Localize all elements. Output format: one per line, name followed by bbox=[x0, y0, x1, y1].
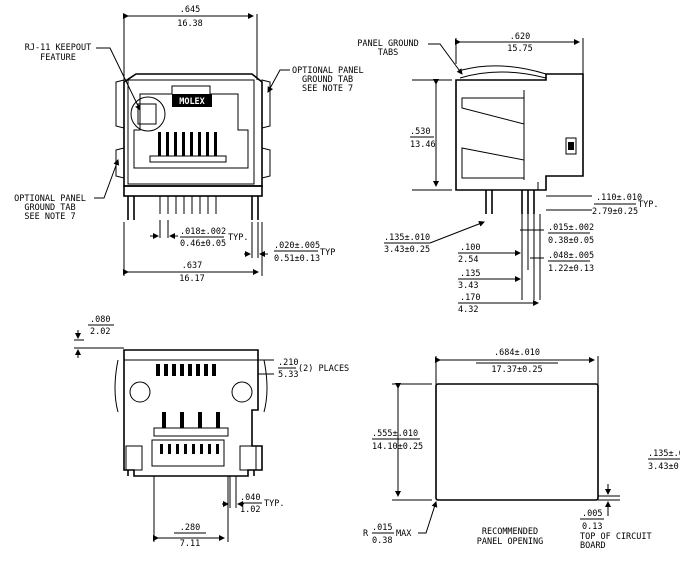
side-view: .620 15.75 PANEL GROUND TABS .530 13.46 bbox=[357, 32, 658, 315]
side-height-mm: 13.46 bbox=[410, 140, 436, 150]
rj11-label-2: FEATURE bbox=[40, 53, 76, 63]
rec-label-2: PANEL OPENING bbox=[477, 537, 544, 547]
s135-mm: 3.43 bbox=[458, 281, 478, 291]
s100-in: .100 bbox=[460, 243, 480, 253]
d080-in: .080 bbox=[90, 315, 110, 325]
d040-mm: 1.02 bbox=[240, 505, 260, 515]
tabs-label-2: TABS bbox=[378, 48, 398, 58]
pin-width-typ: TYP. bbox=[228, 233, 248, 243]
molex-logo-box bbox=[172, 94, 212, 107]
opening-width-in: .684±.010 bbox=[494, 348, 540, 358]
body-width-in: .637 bbox=[182, 261, 202, 271]
opening-height-in: .555±.010 bbox=[372, 429, 418, 439]
opt-left-3: SEE NOTE 7 bbox=[24, 212, 75, 222]
opening-outline bbox=[435, 383, 599, 501]
body-width-mm: 16.17 bbox=[179, 274, 205, 284]
d048-in: .048±.005 bbox=[548, 251, 594, 261]
radius-prefix: R bbox=[363, 529, 369, 539]
d040-typ: TYP. bbox=[264, 499, 284, 509]
radius-in: .015 bbox=[372, 523, 392, 533]
d015-mm: 0.38±0.05 bbox=[548, 236, 594, 246]
rec-label-1: RECOMMENDED bbox=[482, 527, 538, 537]
side-height-in: .530 bbox=[410, 127, 430, 137]
d280-in: .280 bbox=[180, 523, 200, 533]
d135-mm: 3.43±0.25 bbox=[384, 245, 430, 255]
s170-in: .170 bbox=[460, 293, 480, 303]
d005-in: .005 bbox=[582, 509, 602, 519]
d110-in: .110±.010 bbox=[596, 193, 642, 203]
front-width-mm: 16.38 bbox=[177, 19, 203, 29]
side-depth-mm: 15.75 bbox=[507, 44, 533, 54]
cut-135-mm: 3.43±0 bbox=[648, 462, 679, 472]
opening-width-mm: 17.37±0.25 bbox=[491, 365, 542, 375]
opt-left-2: GROUND TAB bbox=[24, 203, 75, 213]
side-depth-in: .620 bbox=[510, 32, 530, 42]
pin-width-mm: 0.46±0.05 bbox=[180, 239, 226, 249]
pin-width-in: .018±.002 bbox=[180, 227, 226, 237]
s170-mm: 4.32 bbox=[458, 305, 478, 315]
radius-mm: 0.38 bbox=[372, 536, 392, 546]
rear-mid-contacts bbox=[153, 412, 229, 437]
opening-height-mm: 14.10±0.25 bbox=[372, 442, 423, 452]
opt-right-3: SEE NOTE 7 bbox=[302, 84, 353, 94]
d135-in: .135±.010 bbox=[384, 233, 430, 243]
radius-max: MAX bbox=[396, 529, 412, 539]
d210-mm: 5.33 bbox=[278, 370, 298, 380]
front-width-in: .645 bbox=[180, 5, 200, 15]
front-view: .645 16.38 MOLEX bbox=[14, 5, 363, 284]
top-board-2: BOARD bbox=[580, 541, 606, 551]
d210-in: .210 bbox=[278, 358, 298, 368]
s135-in: .135 bbox=[460, 269, 480, 279]
d110-mm: 2.79±0.25 bbox=[592, 207, 638, 217]
rear-view: .080 2.02 bbox=[74, 315, 349, 549]
rj11-label-1: RJ-11 KEEPOUT bbox=[25, 43, 92, 53]
d040-in: .040 bbox=[240, 493, 260, 503]
opt-right-2: GROUND TAB bbox=[302, 75, 353, 85]
top-board-1: TOP OF CIRCUIT bbox=[580, 532, 652, 542]
front-pcb-pins bbox=[127, 196, 259, 220]
tabs-label-1: PANEL GROUND bbox=[357, 39, 418, 49]
d048-mm: 1.22±0.13 bbox=[548, 264, 594, 274]
cut-135-in: .135±.0 bbox=[648, 449, 680, 459]
d210-places: (2) PLACES bbox=[298, 364, 349, 374]
pin-thk-in: .020±.005 bbox=[274, 241, 320, 251]
pin-thk-mm: 0.51±0.13 bbox=[274, 254, 320, 264]
d080-mm: 2.02 bbox=[90, 327, 110, 337]
d110-typ: TYP. bbox=[638, 200, 658, 210]
rear-top-slots bbox=[156, 364, 216, 376]
opt-left-1: OPTIONAL PANEL bbox=[14, 194, 86, 204]
d005-mm: 0.13 bbox=[582, 522, 602, 532]
pin-thk-typ: TYP bbox=[320, 248, 335, 258]
front-contacts bbox=[149, 132, 227, 163]
rear-bottom-pins bbox=[160, 444, 219, 454]
panel-opening: .684±.010 17.37±0.25 .555±.010 14.10±0.2… bbox=[363, 348, 680, 551]
molex-logo: MOLEX bbox=[179, 97, 205, 107]
d280-mm: 7.11 bbox=[180, 539, 200, 549]
d015-in: .015±.002 bbox=[548, 223, 594, 233]
s100-mm: 2.54 bbox=[458, 255, 478, 265]
opt-right-1: OPTIONAL PANEL bbox=[292, 66, 364, 76]
